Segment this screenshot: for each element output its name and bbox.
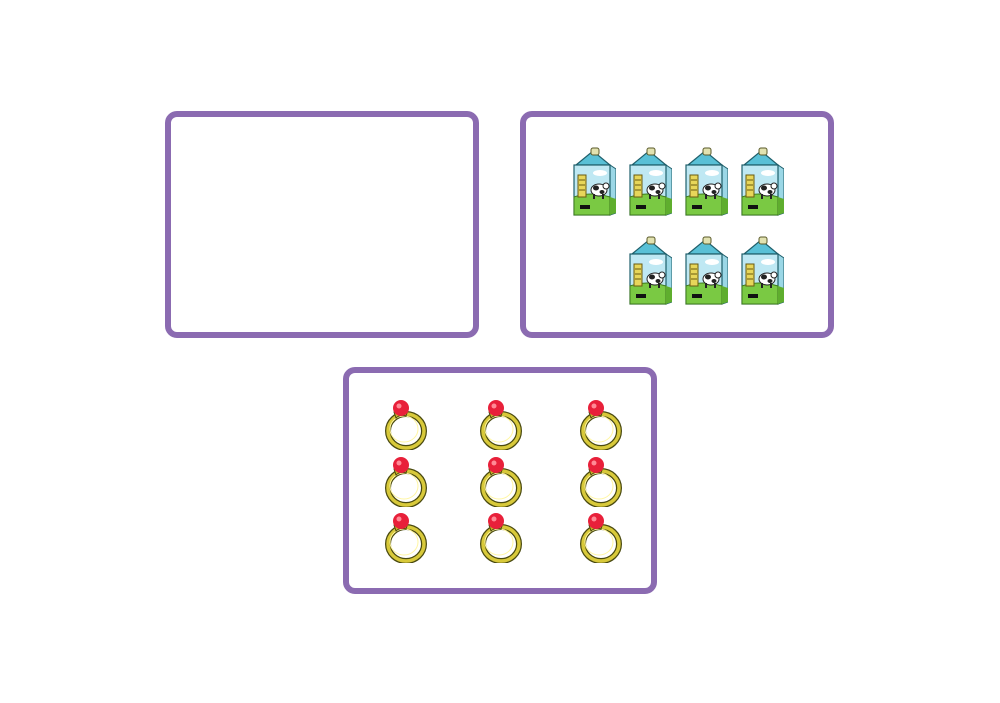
milk-carton-icon [570,147,616,217]
empty-panel[interactable] [165,111,479,338]
ring-icon [577,511,625,563]
ring-icon [477,511,525,563]
milk-carton-icon [682,147,728,217]
ring-icon [477,398,525,450]
milk-panel[interactable] [520,111,834,338]
milk-carton-icon [682,236,728,306]
ring-icon [382,511,430,563]
milk-carton-icon [626,147,672,217]
rings-panel[interactable] [343,367,657,594]
ring-icon [477,455,525,507]
ring-icon [382,455,430,507]
milk-carton-icon [738,147,784,217]
ring-icon [382,398,430,450]
milk-carton-icon [738,236,784,306]
milk-carton-icon [626,236,672,306]
ring-icon [577,455,625,507]
ring-icon [577,398,625,450]
